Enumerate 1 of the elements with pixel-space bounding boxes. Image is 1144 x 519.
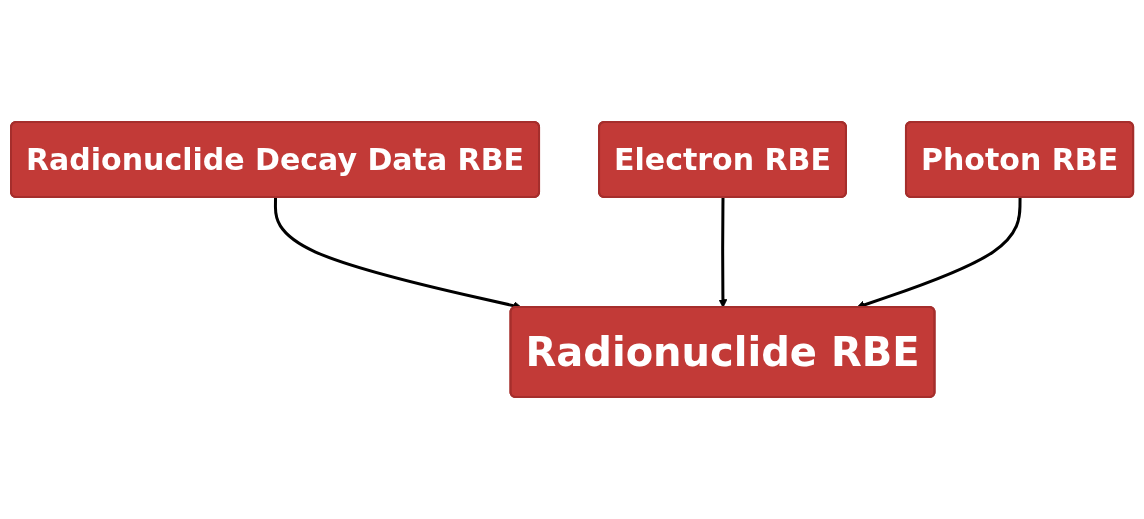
arrow	[718, 197, 728, 308]
